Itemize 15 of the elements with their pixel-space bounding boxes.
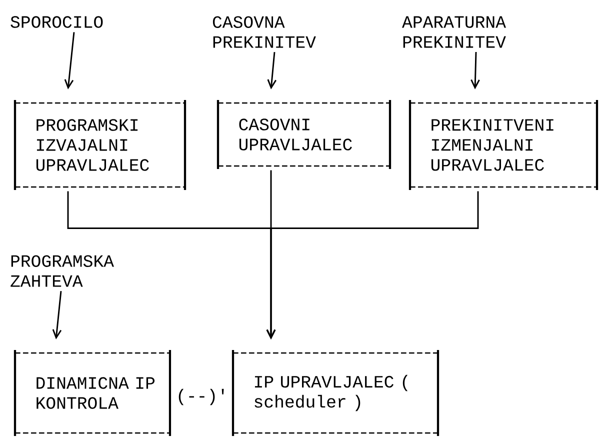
arrow <box>266 191 479 340</box>
connector-symbol: (--)' <box>178 388 224 406</box>
arrow <box>64 32 75 90</box>
input-label: APARATURNA PREKINITEV <box>402 16 506 48</box>
process-box: CASOVNI UPRAVLJALEC <box>216 98 392 170</box>
process-box: PREKINITVENI IZMENJALNI UPRAVLJALEC <box>408 98 598 192</box>
input-label: PROGRAMSKA ZAHTEVA <box>10 255 114 287</box>
arrow <box>267 52 276 90</box>
process-box: IP UPRAVLJALEC ( scheduler ) <box>232 348 440 437</box>
arrow <box>52 291 62 340</box>
process-box: PROGRAMSKI IZVAJALNI UPRAVLJALEC <box>14 98 186 192</box>
input-label: CASOVNA PREKINITEV <box>212 16 316 48</box>
process-box: DINAMICNA IP KONTROLA <box>14 348 172 437</box>
arrow <box>470 52 480 90</box>
input-label: SPOROCILO <box>10 16 103 28</box>
